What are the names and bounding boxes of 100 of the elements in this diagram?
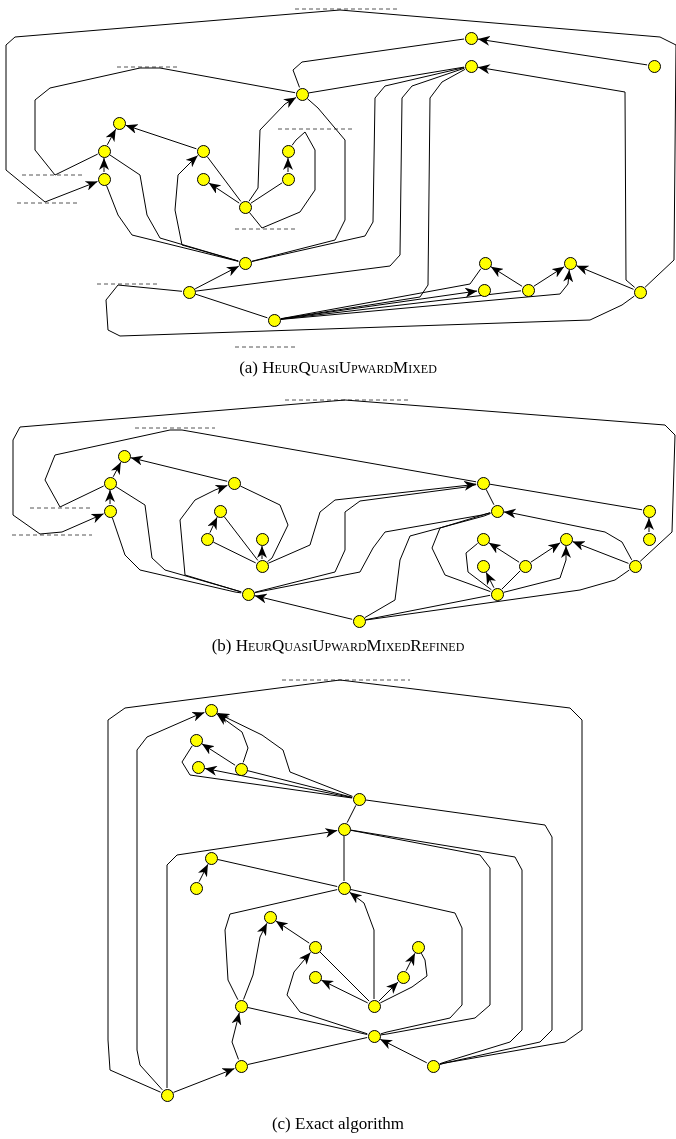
edge-line [365, 569, 630, 621]
subfigure-caption: (c) Exact algorithm [271, 1114, 405, 1134]
arrow [207, 516, 218, 534]
edge-line [217, 859, 338, 887]
graph-vertex [196, 172, 210, 186]
graph-vertex [238, 256, 252, 270]
subfigure-caption: (a) HeurQuasiUpwardMixed [239, 358, 437, 378]
graph-vertex [352, 792, 366, 806]
edge-line [251, 67, 465, 262]
arrow [503, 545, 571, 593]
graph-vertex [476, 532, 490, 546]
arrow [231, 1012, 242, 1060]
arrow [286, 951, 368, 1035]
graph-vertex [642, 504, 656, 518]
graph-vertex [234, 1059, 248, 1073]
arrow [12, 399, 676, 562]
edge-line [224, 889, 338, 1001]
edge-line [212, 541, 257, 564]
arrow [254, 593, 353, 620]
edge-line [350, 829, 523, 1065]
graph-vertex [234, 999, 248, 1013]
graph-vertex [295, 87, 309, 101]
edge-line [485, 488, 495, 506]
graph-vertex [352, 614, 366, 628]
arrow [208, 182, 240, 204]
graph-vertex [204, 851, 218, 865]
graph-vertex [189, 881, 203, 895]
graph-vertex [518, 559, 532, 573]
arrow [136, 712, 205, 1091]
arrow [99, 157, 109, 173]
graph-vertex [647, 59, 661, 73]
graph-vertex [490, 587, 504, 601]
graph-vertex [281, 144, 295, 158]
subfigure-caption: (b) HeurQuasiUpwardMixedRefined [211, 636, 465, 656]
arrow [5, 9, 676, 288]
graph-vertex [559, 532, 573, 546]
graph-vertex [200, 532, 214, 546]
graph-vertex [255, 532, 269, 546]
edge-line [431, 512, 491, 593]
graph-vertex [411, 940, 425, 954]
arrow [248, 97, 297, 202]
edge-line [247, 1037, 368, 1065]
arrow [105, 128, 117, 146]
graph-vertex [160, 1088, 174, 1102]
edge-line [111, 517, 242, 594]
arrow [485, 571, 496, 589]
graph-vertex [477, 283, 491, 297]
edge-line [365, 799, 553, 1065]
graph-vertex [267, 313, 281, 327]
graph-vertex [521, 283, 535, 297]
edge-line [44, 429, 477, 508]
arrow [105, 489, 115, 505]
edge-line [254, 484, 477, 593]
graph-vertex [633, 285, 647, 299]
arrow [379, 1038, 428, 1064]
graph-vertex [308, 940, 322, 954]
edge-line [109, 154, 239, 262]
graph-vertex [204, 703, 218, 717]
arrow [503, 508, 633, 561]
arrow [243, 922, 268, 1000]
arrow [130, 455, 228, 482]
edge-line [501, 570, 521, 590]
edge-line [465, 542, 492, 591]
arrow [198, 863, 209, 883]
arrow [644, 517, 654, 533]
graph-vertex [191, 760, 205, 774]
edge-line [247, 1007, 368, 1035]
graph-vertex [255, 559, 269, 573]
arrow [320, 979, 369, 1004]
arrow [125, 124, 197, 150]
graph-vertex [628, 559, 642, 573]
graph-vertex [490, 504, 504, 518]
graph-vertex [97, 172, 111, 186]
graph-vertex [476, 476, 490, 490]
edge-line [251, 98, 346, 262]
edge-line [239, 485, 289, 563]
edge-line [247, 770, 353, 798]
graph-vertex [464, 31, 478, 45]
arrow [110, 461, 122, 478]
graph-vertex [213, 504, 227, 518]
graph-vertex [112, 116, 126, 130]
graph-vertex [182, 285, 196, 299]
arrow [488, 542, 520, 563]
arrow [477, 35, 648, 66]
graph-vertex [337, 822, 351, 836]
arrow [173, 1068, 235, 1093]
graph-vertex [308, 970, 322, 984]
graph-vertex [227, 476, 241, 490]
edge-line [379, 952, 428, 1004]
edge-line [223, 516, 259, 561]
graph-vertex [103, 476, 117, 490]
edge-line [105, 284, 635, 337]
edge-line [489, 483, 643, 511]
arrow [201, 743, 236, 766]
arrow [275, 920, 310, 944]
edge-line [308, 66, 465, 94]
arrow [572, 541, 629, 564]
edge-line [250, 182, 283, 204]
arrow [349, 891, 375, 1000]
graph-vertex [367, 1029, 381, 1043]
